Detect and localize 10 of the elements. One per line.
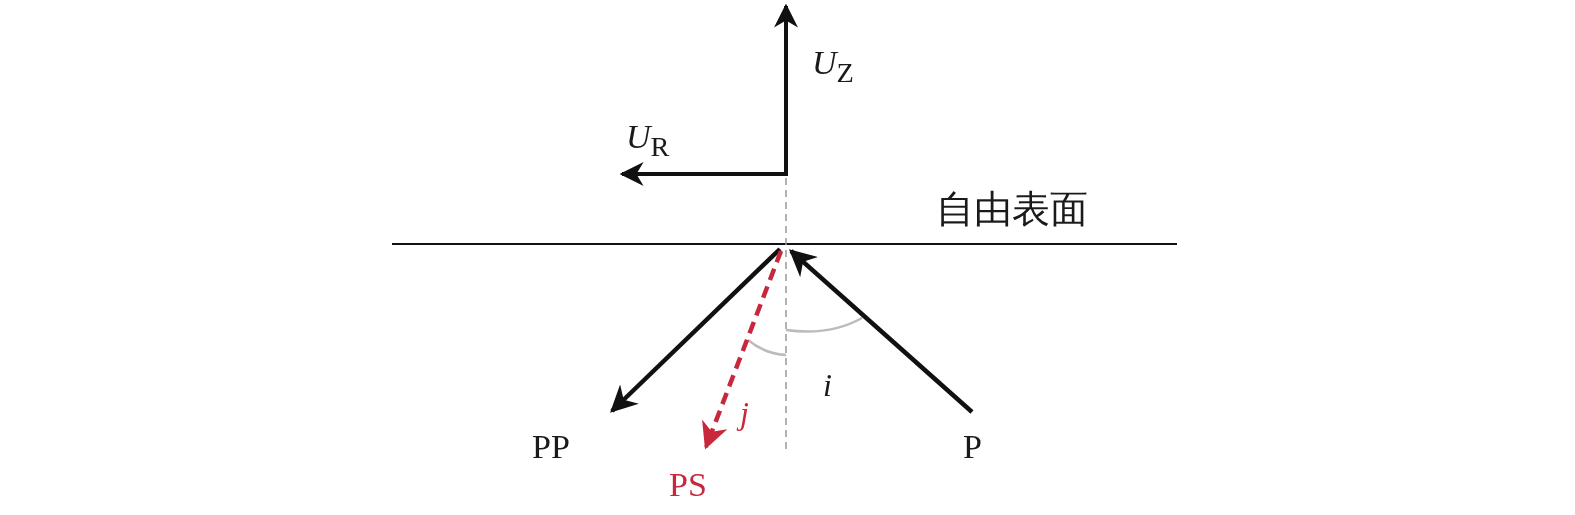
axis-label: U$_{Z}$ [812, 44, 854, 90]
wave-label: PP [532, 428, 570, 466]
wave-arrow [789, 249, 974, 414]
axis-label: U$_{R}$ [626, 118, 670, 164]
surface-label: 自由表面 [936, 190, 1088, 228]
wave-arrow [702, 250, 784, 450]
wave-label: P [963, 428, 982, 466]
wave-arrow [610, 247, 782, 413]
angle-label: i [823, 366, 832, 404]
wave-label: PS [669, 466, 707, 504]
